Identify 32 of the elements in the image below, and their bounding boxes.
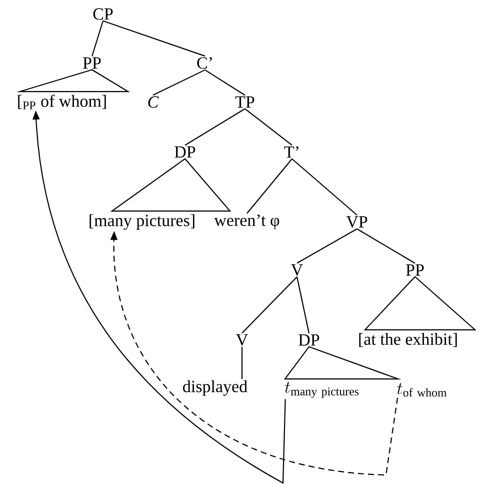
category-label: TP bbox=[235, 96, 254, 108]
tree-branch bbox=[296, 276, 310, 334]
tree-branch bbox=[102, 20, 206, 57]
tree-branch bbox=[292, 158, 358, 216]
word-label: $t_{\mathrm{many\ pictures}}$ bbox=[284, 382, 359, 398]
word-label: displayed bbox=[183, 380, 248, 396]
word-label: weren’t φ bbox=[214, 214, 280, 230]
category-label: T’ bbox=[284, 146, 298, 158]
tree-branch bbox=[246, 158, 292, 214]
tree-branch bbox=[91, 20, 104, 56]
word-label: $t_{\mathrm{of\ whom}}$ bbox=[397, 383, 447, 397]
category-label: V bbox=[236, 334, 248, 346]
category-label: PP bbox=[83, 57, 101, 69]
word-label: [many pictures] bbox=[90, 214, 194, 230]
tree-branch bbox=[241, 346, 243, 380]
category-label: CP bbox=[93, 8, 113, 20]
tree-branch bbox=[356, 228, 416, 264]
tree-branch bbox=[152, 69, 206, 96]
word-label: [$_{PP}$ of whom] bbox=[18, 94, 106, 110]
word-label: [at the exhibit] bbox=[359, 332, 457, 348]
category-label: DP bbox=[174, 146, 196, 158]
category-label: PP bbox=[406, 264, 424, 276]
tree-branch bbox=[204, 69, 246, 96]
tree-branch bbox=[296, 228, 358, 264]
category-label: DP bbox=[298, 334, 320, 346]
tree-branch bbox=[242, 276, 298, 334]
category-label: VP bbox=[346, 216, 368, 228]
category-label: V bbox=[291, 264, 303, 276]
category-label: C bbox=[148, 96, 159, 108]
tree-branch bbox=[184, 108, 246, 146]
tree-branch bbox=[244, 108, 292, 146]
category-label: C’ bbox=[197, 57, 212, 69]
